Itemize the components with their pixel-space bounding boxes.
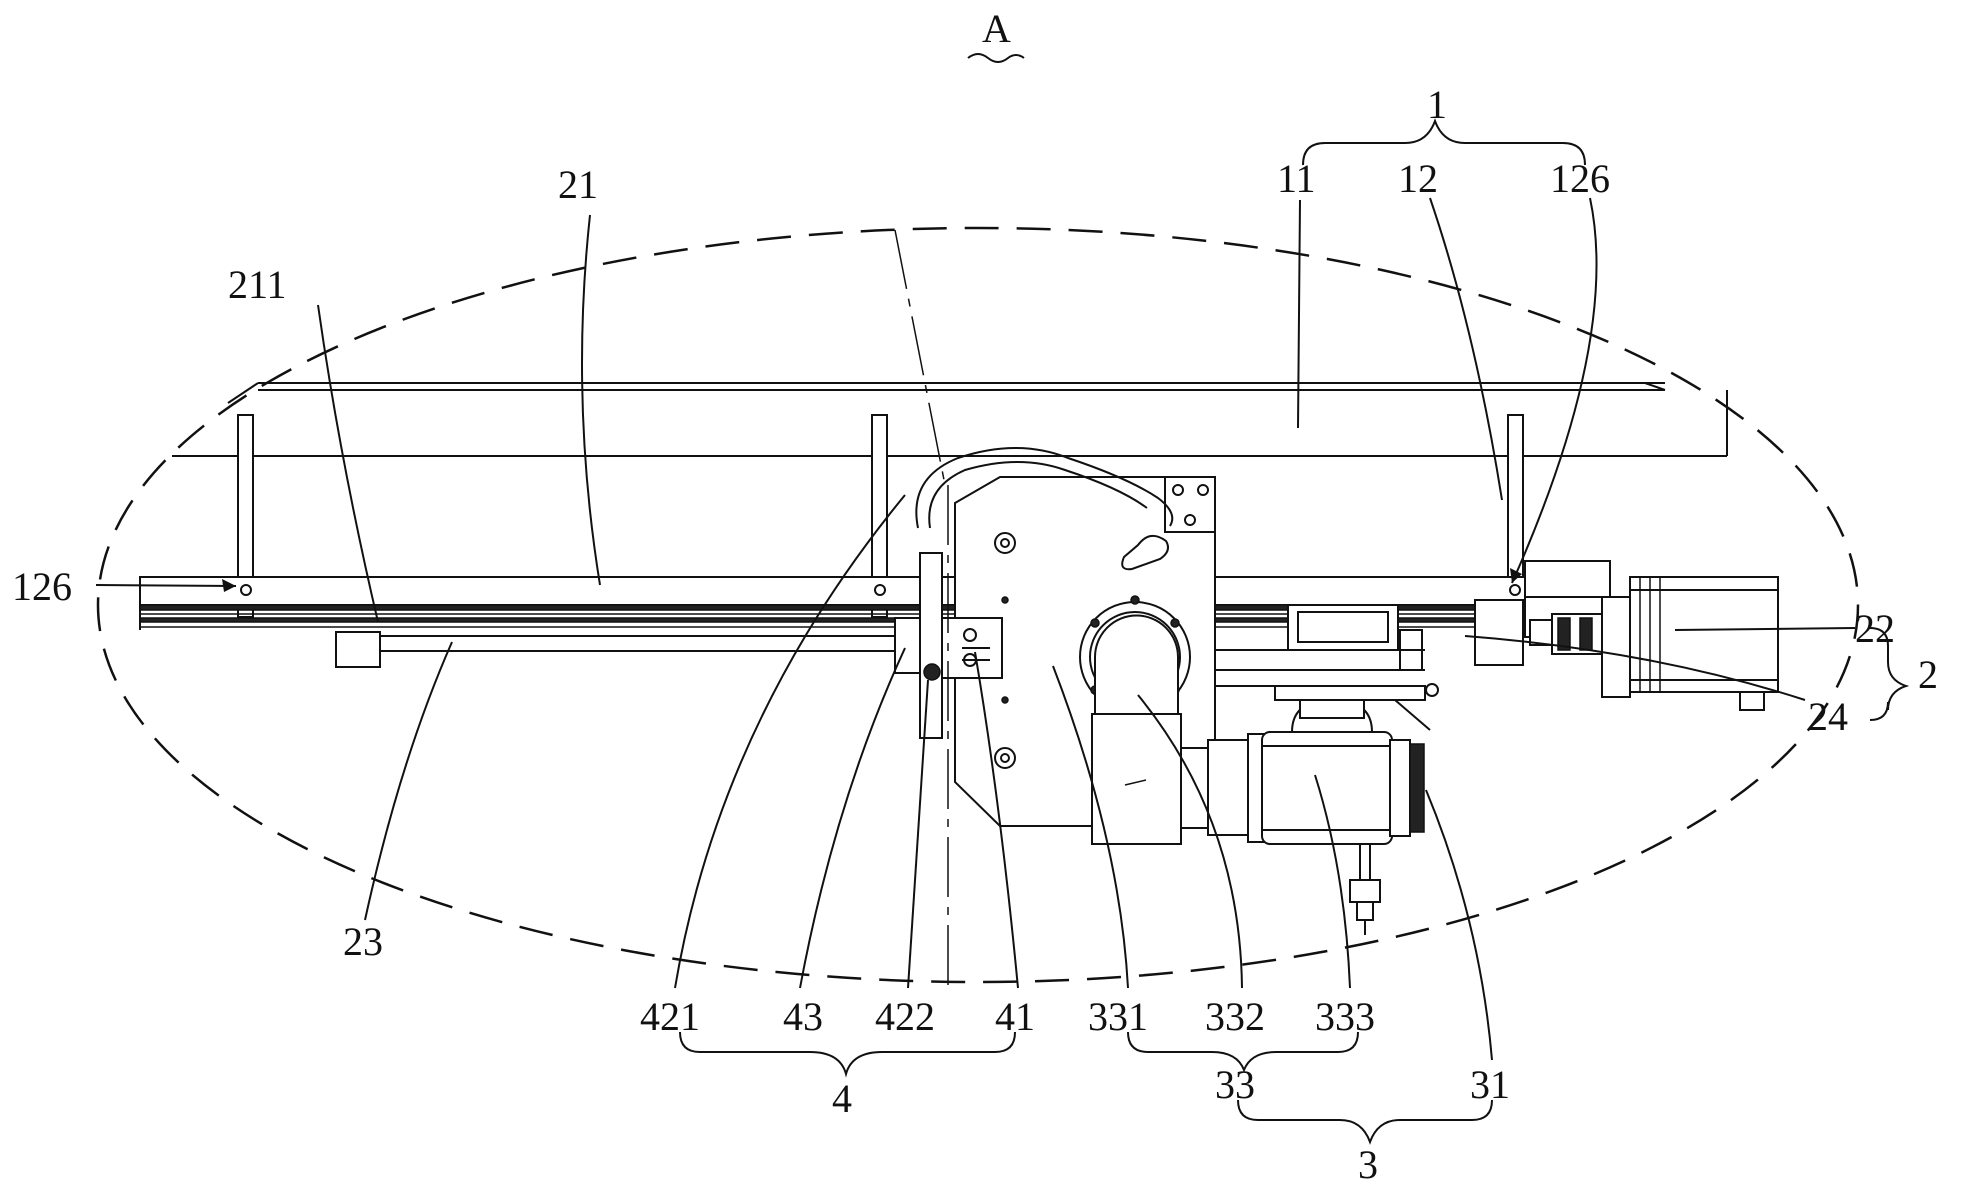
label-12: 12: [1398, 156, 1438, 201]
label-41: 41: [995, 994, 1035, 1039]
label-331: 331: [1088, 994, 1148, 1039]
view-label: A: [982, 6, 1011, 51]
label-3: 3: [1358, 1142, 1378, 1185]
hole-right: [1509, 584, 1521, 596]
linear-block: [1215, 604, 1425, 671]
label-422: 422: [875, 994, 935, 1039]
brace-group-33: [1127, 1031, 1359, 1073]
rod-end-block: [335, 631, 381, 668]
label-332: 332: [1205, 994, 1265, 1039]
label-11: 11: [1277, 156, 1316, 201]
spindle-motor: [1180, 669, 1439, 935]
brace-group-4: [679, 1031, 1016, 1078]
label-211: 211: [228, 262, 287, 307]
label-126-left: 126: [12, 564, 72, 609]
label-43: 43: [783, 994, 823, 1039]
brace-group-2: [1869, 627, 1910, 721]
top-beam: [172, 382, 1728, 457]
clamp-assembly: [894, 552, 1003, 739]
view-label-group: A: [967, 6, 1025, 63]
label-31: 31: [1470, 1062, 1510, 1107]
elbow-assembly: [1079, 595, 1191, 845]
label-4: 4: [832, 1076, 852, 1121]
centerline-upper: [894, 229, 946, 486]
label-23: 23: [343, 919, 383, 964]
arrow-126-right: [1510, 568, 1522, 583]
leader-lines: [95, 197, 1856, 1061]
reference-labels: 1 11 12 126 21 211 126 22 2 24 23 421 43…: [12, 82, 1938, 1185]
label-22: 22: [1855, 606, 1895, 651]
label-33: 33: [1215, 1062, 1255, 1107]
label-21: 21: [558, 162, 598, 207]
hose-outer: [915, 447, 1174, 529]
label-421: 421: [640, 994, 700, 1039]
view-label-tilde: [967, 53, 1025, 63]
post-left: [237, 414, 254, 618]
detail-region-ellipse: [96, 226, 1860, 984]
brace-group-1: [1302, 118, 1586, 166]
hose-inner: [928, 461, 1148, 529]
hole-left: [240, 584, 252, 596]
arrow-126-left: [222, 579, 236, 592]
brace-group-3: [1237, 1099, 1493, 1145]
label-333: 333: [1315, 994, 1375, 1039]
hole-middle: [874, 584, 886, 596]
rod: [335, 631, 897, 668]
label-126-top: 126: [1550, 156, 1610, 201]
label-1: 1: [1427, 82, 1447, 127]
label-24: 24: [1808, 694, 1848, 739]
label-2: 2: [1918, 652, 1938, 697]
